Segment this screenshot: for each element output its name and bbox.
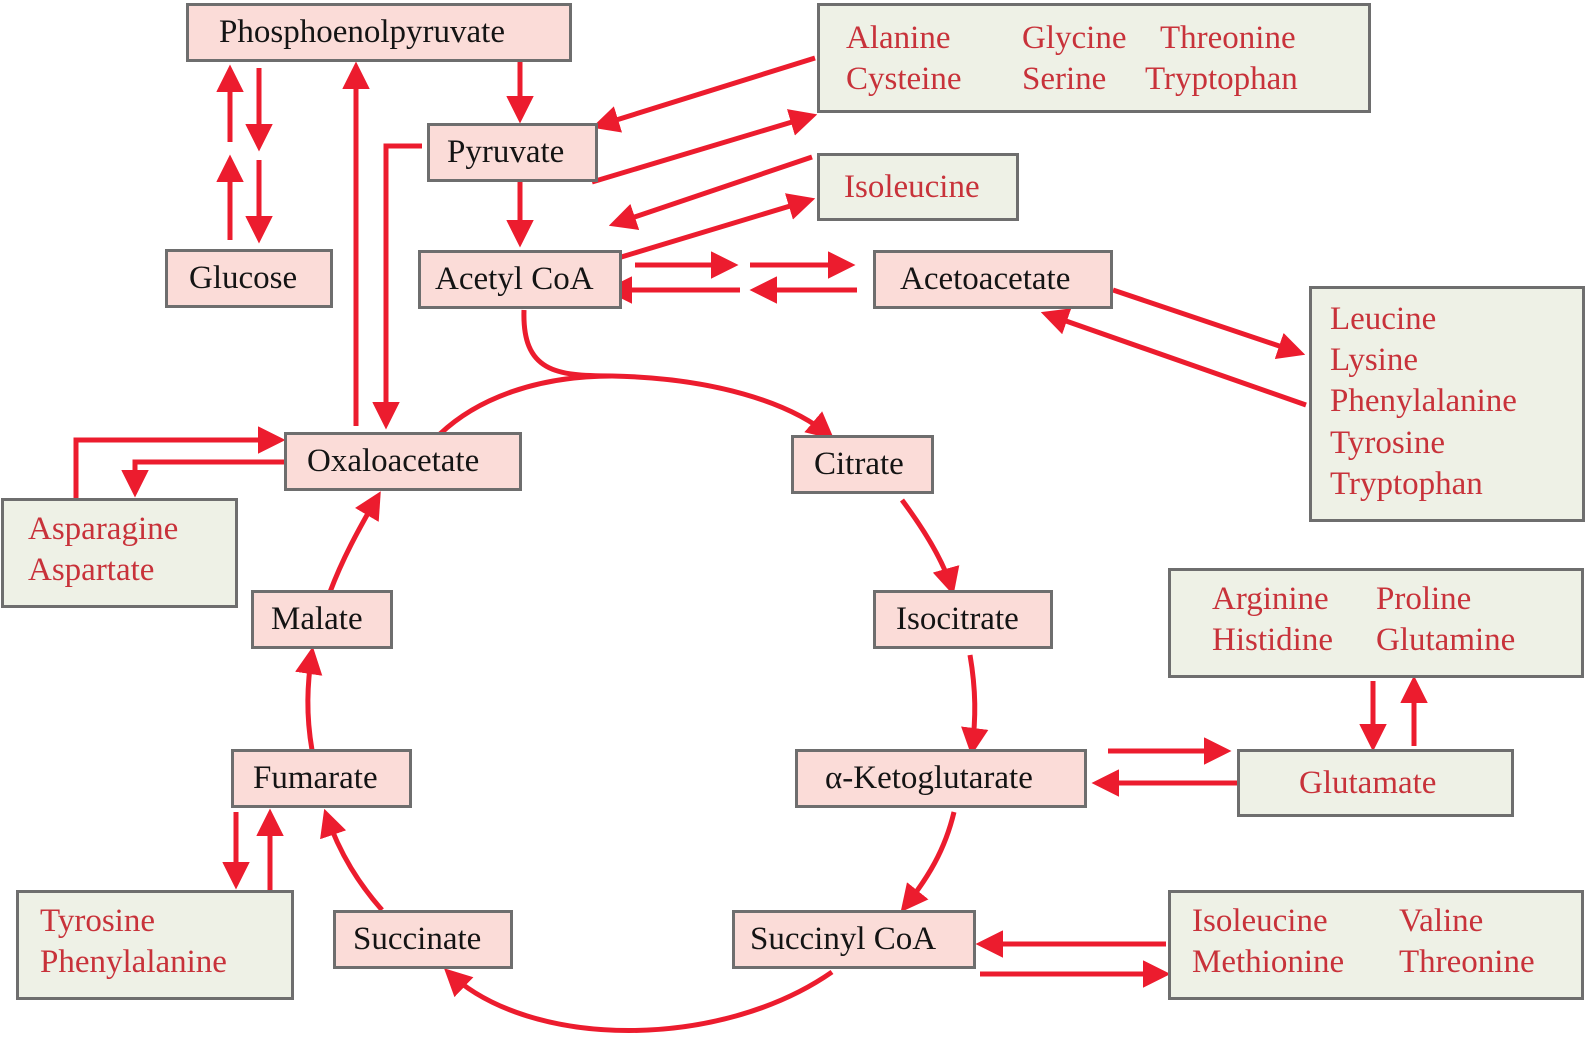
amino-methionine: Methionine — [1192, 944, 1345, 980]
arrow-fumarate-to-malate — [295, 646, 323, 751]
amino-asparagine: Asparagine — [28, 511, 179, 547]
arrow-isoleucine-to-pyruvate — [608, 154, 813, 230]
amino-proline: Proline — [1376, 581, 1472, 617]
amino-phenylalanine-2: Phenylalanine — [40, 944, 227, 980]
pyruvate-amino-acids-box: Alanine Cysteine Glycine Serine Threonin… — [817, 3, 1371, 113]
fumarate-label: Fumarate — [253, 760, 378, 796]
isocitrate-box: Isocitrate — [873, 590, 1053, 649]
glucose-box: Glucose — [165, 249, 333, 308]
arrow-aminos-to-acetoacetate — [1040, 308, 1307, 408]
amino-tryptophan: Tryptophan — [1145, 61, 1298, 97]
amino-arginine: Arginine — [1212, 581, 1329, 617]
acetyl-coa-box: Acetyl CoA — [418, 250, 622, 309]
amino-isoleucine-2: Isoleucine — [1192, 903, 1328, 939]
fumarate-box: Fumarate — [231, 749, 412, 808]
amino-threonine-2: Threonine — [1399, 944, 1535, 980]
amino-valine: Valine — [1399, 903, 1484, 939]
arc-cycle-top-left — [438, 373, 613, 436]
phosphoenolpyruvate-label: Phosphoenolpyruvate — [219, 14, 505, 50]
amino-glutamate: Glutamate — [1299, 765, 1437, 801]
acetoacetate-amino-acids-box: Leucine Lysine Phenylalanine Tyrosine Tr… — [1309, 286, 1585, 522]
glucose-label: Glucose — [189, 260, 298, 296]
oxaloacetate-box: Oxaloacetate — [284, 432, 522, 491]
arrow-aminos-to-oxaloacetate — [73, 426, 286, 498]
arrow-citrate-to-isocitrate — [899, 498, 960, 596]
oxaloacetate-amino-acids-box: Asparagine Aspartate — [1, 498, 238, 608]
amino-tyrosine-2: Tyrosine — [40, 903, 156, 939]
succinate-label: Succinate — [353, 921, 482, 957]
amino-aspartate: Aspartate — [28, 552, 155, 588]
amino-phenylalanine: Phenylalanine — [1330, 383, 1517, 419]
alpha-ketoglutarate-box: α-Ketoglutarate — [795, 749, 1087, 808]
citrate-label: Citrate — [814, 446, 904, 482]
arrow-succinyl-coa-to-succinate — [444, 968, 834, 1033]
oxaloacetate-label: Oxaloacetate — [307, 443, 480, 479]
amino-lysine: Lysine — [1330, 342, 1418, 378]
arrow-succinate-to-fumarate — [320, 808, 384, 912]
amino-isoleucine: Isoleucine — [844, 169, 980, 205]
glutamate-box: Glutamate — [1237, 749, 1514, 817]
malate-label: Malate — [271, 601, 363, 637]
amino-threonine: Threonine — [1160, 20, 1296, 56]
arrow-pyruvate-to-oxaloacetate — [372, 143, 422, 430]
amino-tryptophan-2: Tryptophan — [1330, 466, 1483, 502]
malate-box: Malate — [251, 590, 393, 649]
citrate-box: Citrate — [791, 435, 934, 494]
arrow-acetyl-coa-to-isoleucine — [617, 193, 816, 261]
arrow-oxaloacetate-to-aminos — [121, 459, 284, 498]
arrow-malate-to-oxaloacetate — [327, 491, 381, 593]
arrow-aminos-to-pyruvate — [591, 55, 816, 133]
succinate-box: Succinate — [333, 910, 513, 969]
pyruvate-label: Pyruvate — [447, 134, 565, 170]
acetoacetate-label: Acetoacetate — [900, 261, 1071, 297]
succinyl-coa-label: Succinyl CoA — [750, 921, 937, 957]
glutamate-amino-acids-box: Arginine Histidine Proline Glutamine — [1168, 568, 1584, 678]
arrow-isocitrate-to-akg — [961, 654, 989, 756]
isoleucine-box: Isoleucine — [817, 153, 1019, 221]
amino-glutamine: Glutamine — [1376, 622, 1516, 658]
amino-tyrosine: Tyrosine — [1330, 425, 1446, 461]
amino-serine: Serine — [1022, 61, 1107, 97]
alpha-ketoglutarate-label: α-Ketoglutarate — [825, 760, 1033, 796]
arrow-acetoacetate-to-aminos — [1112, 287, 1306, 360]
arrow-pyruvate-to-aminos — [591, 109, 818, 185]
pyruvate-box: Pyruvate — [427, 123, 598, 182]
amino-leucine: Leucine — [1330, 301, 1437, 337]
amino-glycine: Glycine — [1022, 20, 1127, 56]
fumarate-amino-acids-box: Tyrosine Phenylalanine — [16, 890, 294, 1000]
amino-histidine: Histidine — [1212, 622, 1333, 658]
isocitrate-label: Isocitrate — [896, 601, 1019, 637]
amino-alanine: Alanine — [846, 20, 951, 56]
succinyl-coa-amino-acids-box: Isoleucine Methionine Valine Threonine — [1168, 890, 1584, 1000]
acetoacetate-box: Acetoacetate — [873, 250, 1113, 309]
arrow-acetyl-coa-to-citrate — [521, 309, 835, 440]
phosphoenolpyruvate-box: Phosphoenolpyruvate — [186, 3, 572, 62]
acetyl-coa-label: Acetyl CoA — [435, 261, 594, 297]
arrow-akg-to-succinyl-coa — [900, 811, 957, 913]
amino-cysteine: Cysteine — [846, 61, 962, 97]
succinyl-coa-box: Succinyl CoA — [732, 910, 976, 969]
